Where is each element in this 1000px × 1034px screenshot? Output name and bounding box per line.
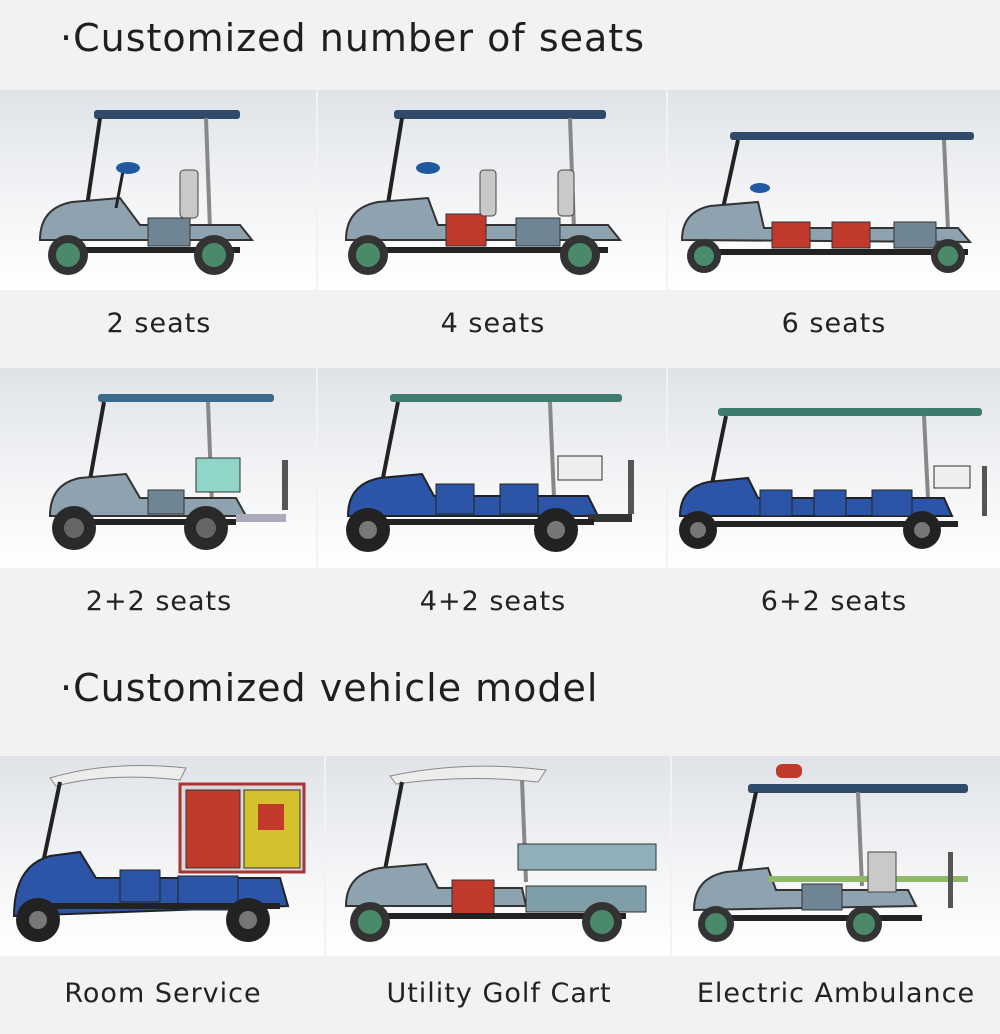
- model-label: Room Service: [64, 978, 262, 1009]
- card-room-service: Room Service: [0, 756, 326, 1034]
- cart-image-room-service: [0, 756, 324, 956]
- card-2-seats: 2 seats: [0, 90, 318, 350]
- cart-image-6-2-seats: [668, 368, 1000, 568]
- seats-row-2: 2+2 seats 4+2 seats: [0, 368, 1000, 630]
- model-row: Room Service Utility Golf Cart: [0, 756, 1000, 1034]
- cart-image-2-2-seats: [0, 368, 316, 568]
- cart-image-utility: [326, 756, 670, 956]
- seat-option-label: 4+2 seats: [419, 586, 567, 617]
- seat-option-label: 2+2 seats: [85, 586, 233, 617]
- cart-image-4-seats: [318, 90, 666, 290]
- cart-image-ambulance: [672, 756, 1000, 956]
- seat-option-label: 6 seats: [781, 308, 887, 339]
- seats-row-1: 2 seats 4 seats: [0, 90, 1000, 350]
- card-utility-golf-cart: Utility Golf Cart: [326, 756, 672, 1034]
- card-6-seats: 6 seats: [668, 90, 1000, 350]
- card-4-2-seats: 4+2 seats: [318, 368, 668, 630]
- section-title-seats: ·Customized number of seats: [60, 16, 645, 60]
- cart-image-4-2-seats: [318, 368, 666, 568]
- section-title-model: ·Customized vehicle model: [60, 666, 599, 710]
- model-label: Electric Ambulance: [696, 978, 976, 1009]
- card-electric-ambulance: Electric Ambulance: [672, 756, 1000, 1034]
- seat-option-label: 6+2 seats: [760, 586, 908, 617]
- card-4-seats: 4 seats: [318, 90, 668, 350]
- model-label: Utility Golf Cart: [386, 978, 612, 1009]
- cart-image-6-seats: [668, 90, 1000, 290]
- card-2-2-seats: 2+2 seats: [0, 368, 318, 630]
- cart-image-2-seats: [0, 90, 316, 290]
- seat-option-label: 2 seats: [106, 308, 212, 339]
- card-6-2-seats: 6+2 seats: [668, 368, 1000, 630]
- seat-option-label: 4 seats: [440, 308, 546, 339]
